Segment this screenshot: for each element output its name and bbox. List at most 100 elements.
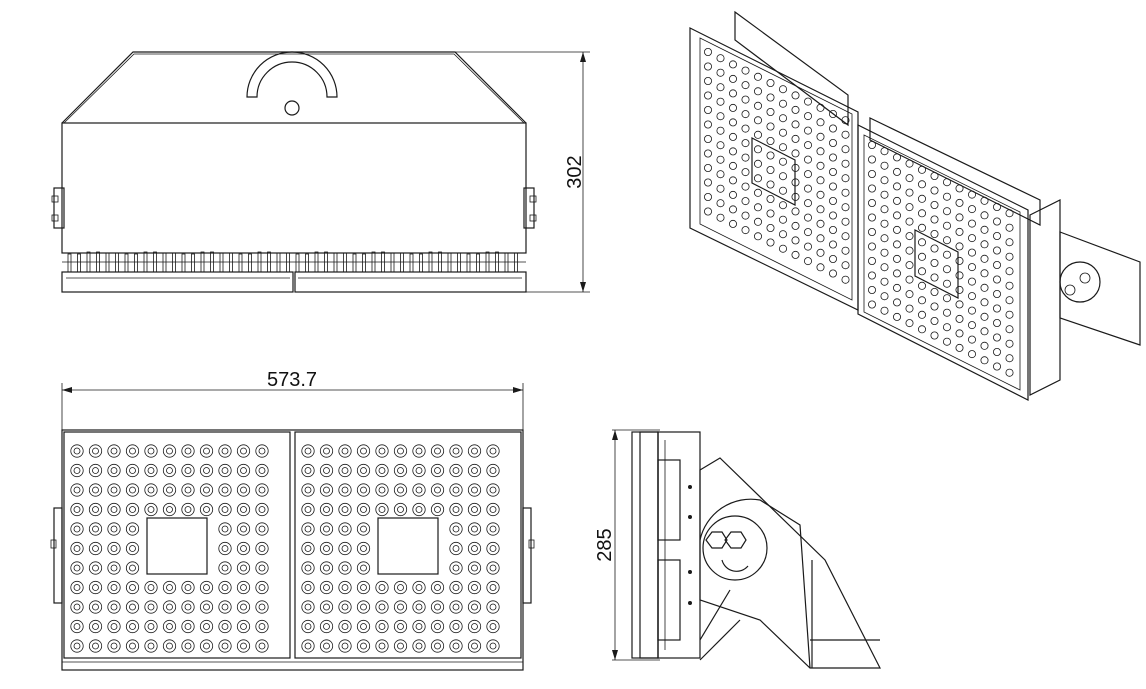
led-lens [255, 580, 269, 595]
iso-led [716, 83, 725, 92]
iso-led [791, 236, 800, 245]
iso-led [704, 134, 713, 143]
iso-led [930, 331, 939, 340]
led-lens [107, 639, 121, 653]
iso-led [943, 265, 952, 274]
led-lens [125, 619, 140, 634]
iso-led [716, 213, 725, 222]
led-lens [144, 580, 158, 595]
iso-led [729, 205, 738, 214]
led-lens [319, 541, 334, 556]
iso-led [766, 180, 775, 189]
iso-led [993, 347, 1002, 356]
led-lens [125, 561, 140, 575]
led-lens [218, 483, 232, 497]
led-lens [107, 580, 121, 595]
led-lens [236, 600, 251, 614]
led-lens [412, 580, 426, 595]
led-lens [412, 639, 426, 653]
led-lens [430, 639, 445, 653]
iso-led [943, 337, 952, 346]
iso-led [741, 197, 750, 206]
iso-led [943, 279, 952, 288]
led-lens [199, 639, 214, 653]
iso-led [1005, 267, 1014, 276]
iso-led [766, 165, 775, 174]
led-lens [301, 619, 315, 634]
iso-led [1005, 339, 1014, 348]
iso-led [729, 89, 738, 98]
iso-led [993, 333, 1002, 342]
led-lens [236, 502, 251, 517]
iso-led [930, 215, 939, 224]
iso-led [791, 149, 800, 158]
led-lens [107, 541, 121, 556]
iso-led [868, 242, 877, 251]
iso-led [880, 234, 889, 243]
led-lens [88, 639, 103, 653]
led-lens [236, 580, 251, 595]
led-lens [218, 444, 232, 458]
led-lens [144, 444, 158, 458]
led-lens [236, 444, 251, 458]
led-lens [125, 502, 140, 517]
iso-led [905, 174, 914, 183]
led-lens [107, 444, 121, 458]
led-lens [218, 522, 232, 536]
iso-led [704, 120, 713, 129]
led-lens [181, 444, 195, 458]
iso-led [893, 211, 902, 220]
iso-led [804, 184, 813, 193]
iso-led [754, 145, 763, 154]
led-lens [70, 522, 84, 536]
iso-led [980, 196, 989, 205]
iso-led [741, 124, 750, 133]
led-lens [301, 483, 315, 497]
led-lens [255, 561, 269, 575]
iso-led [905, 246, 914, 255]
iso-led [918, 165, 927, 174]
iso-led [791, 91, 800, 100]
iso-led [791, 163, 800, 172]
iso-led [779, 244, 788, 253]
iso-led [779, 114, 788, 123]
led-lens [430, 580, 445, 595]
iso-led [993, 260, 1002, 269]
led-lens [218, 639, 232, 653]
led-lens [88, 483, 103, 497]
iso-led [905, 275, 914, 284]
iso-led [716, 155, 725, 164]
iso-led [1005, 325, 1014, 334]
iso-led [980, 225, 989, 234]
iso-led [741, 153, 750, 162]
iso-led [980, 298, 989, 307]
led-lens [338, 522, 352, 536]
iso-led [816, 103, 825, 112]
iso-led [829, 138, 838, 147]
led-lens [88, 619, 103, 634]
iso-led [968, 219, 977, 228]
led-lens [199, 600, 214, 614]
led-lens [125, 541, 140, 556]
led-lens [301, 639, 315, 653]
led-lens [449, 619, 463, 634]
iso-led [918, 223, 927, 232]
led-lens [255, 541, 269, 556]
iso-led [868, 155, 877, 164]
led-lens [125, 639, 140, 653]
iso-led [980, 356, 989, 365]
iso-led [791, 207, 800, 216]
led-lens [486, 619, 500, 634]
led-lens [181, 463, 195, 478]
iso-led [779, 99, 788, 108]
iso-led [779, 85, 788, 94]
led-lens [181, 483, 195, 497]
led-lens [218, 600, 232, 614]
iso-led [729, 74, 738, 83]
iso-led [704, 48, 713, 57]
iso-led [754, 232, 763, 241]
led-lens [70, 600, 84, 614]
iso-led [955, 271, 964, 280]
iso-led [766, 122, 775, 131]
iso-led [1005, 368, 1014, 377]
